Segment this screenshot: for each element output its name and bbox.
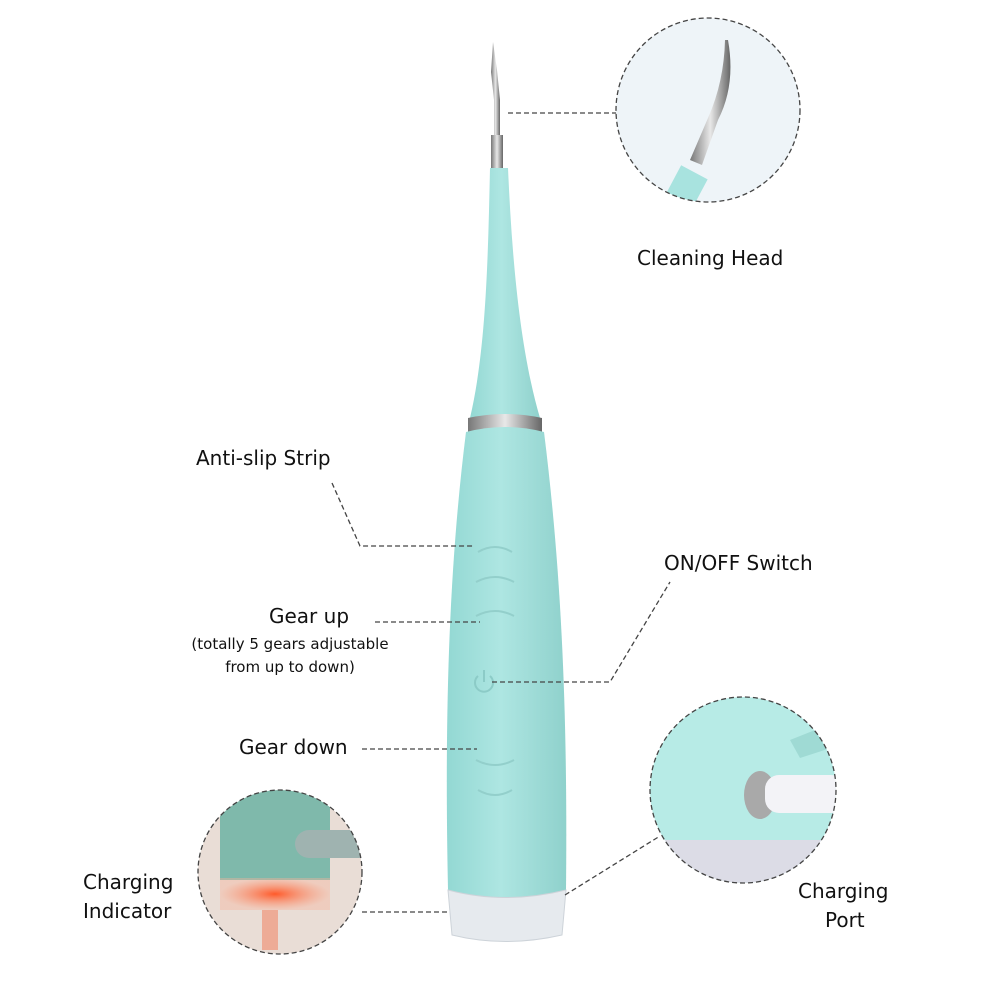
charging-port-label-1: Charging <box>798 879 889 903</box>
charging-indicator-label-1: Charging <box>83 870 174 894</box>
chrome-ring <box>468 414 542 432</box>
gear-down-label: Gear down <box>239 735 348 759</box>
charging-port-zoom <box>649 696 837 884</box>
cleaning-head-zoom <box>615 17 801 203</box>
anti-slip-arcs <box>475 546 515 796</box>
on-off-switch-label: ON/OFF Switch <box>664 551 813 575</box>
cleaning-head-label: Cleaning Head <box>637 246 784 270</box>
scaler-body <box>446 427 567 898</box>
scaler-neck <box>470 168 540 418</box>
gear-up-label: Gear up <box>269 604 350 628</box>
power-icon[interactable] <box>474 670 494 693</box>
gear-note-line2: from up to down) <box>225 658 355 676</box>
gear-note-line1: (totally 5 gears adjustable <box>191 635 389 653</box>
charging-port-label-2: Port <box>825 908 865 932</box>
anti-slip-strip-label: Anti-slip Strip <box>196 446 331 470</box>
charging-indicator-label-2: Indicator <box>83 899 172 923</box>
cleaning-tip <box>491 42 503 170</box>
charging-indicator-zoom <box>197 789 363 955</box>
leader-lines <box>331 112 671 913</box>
transparent-base <box>447 889 567 942</box>
